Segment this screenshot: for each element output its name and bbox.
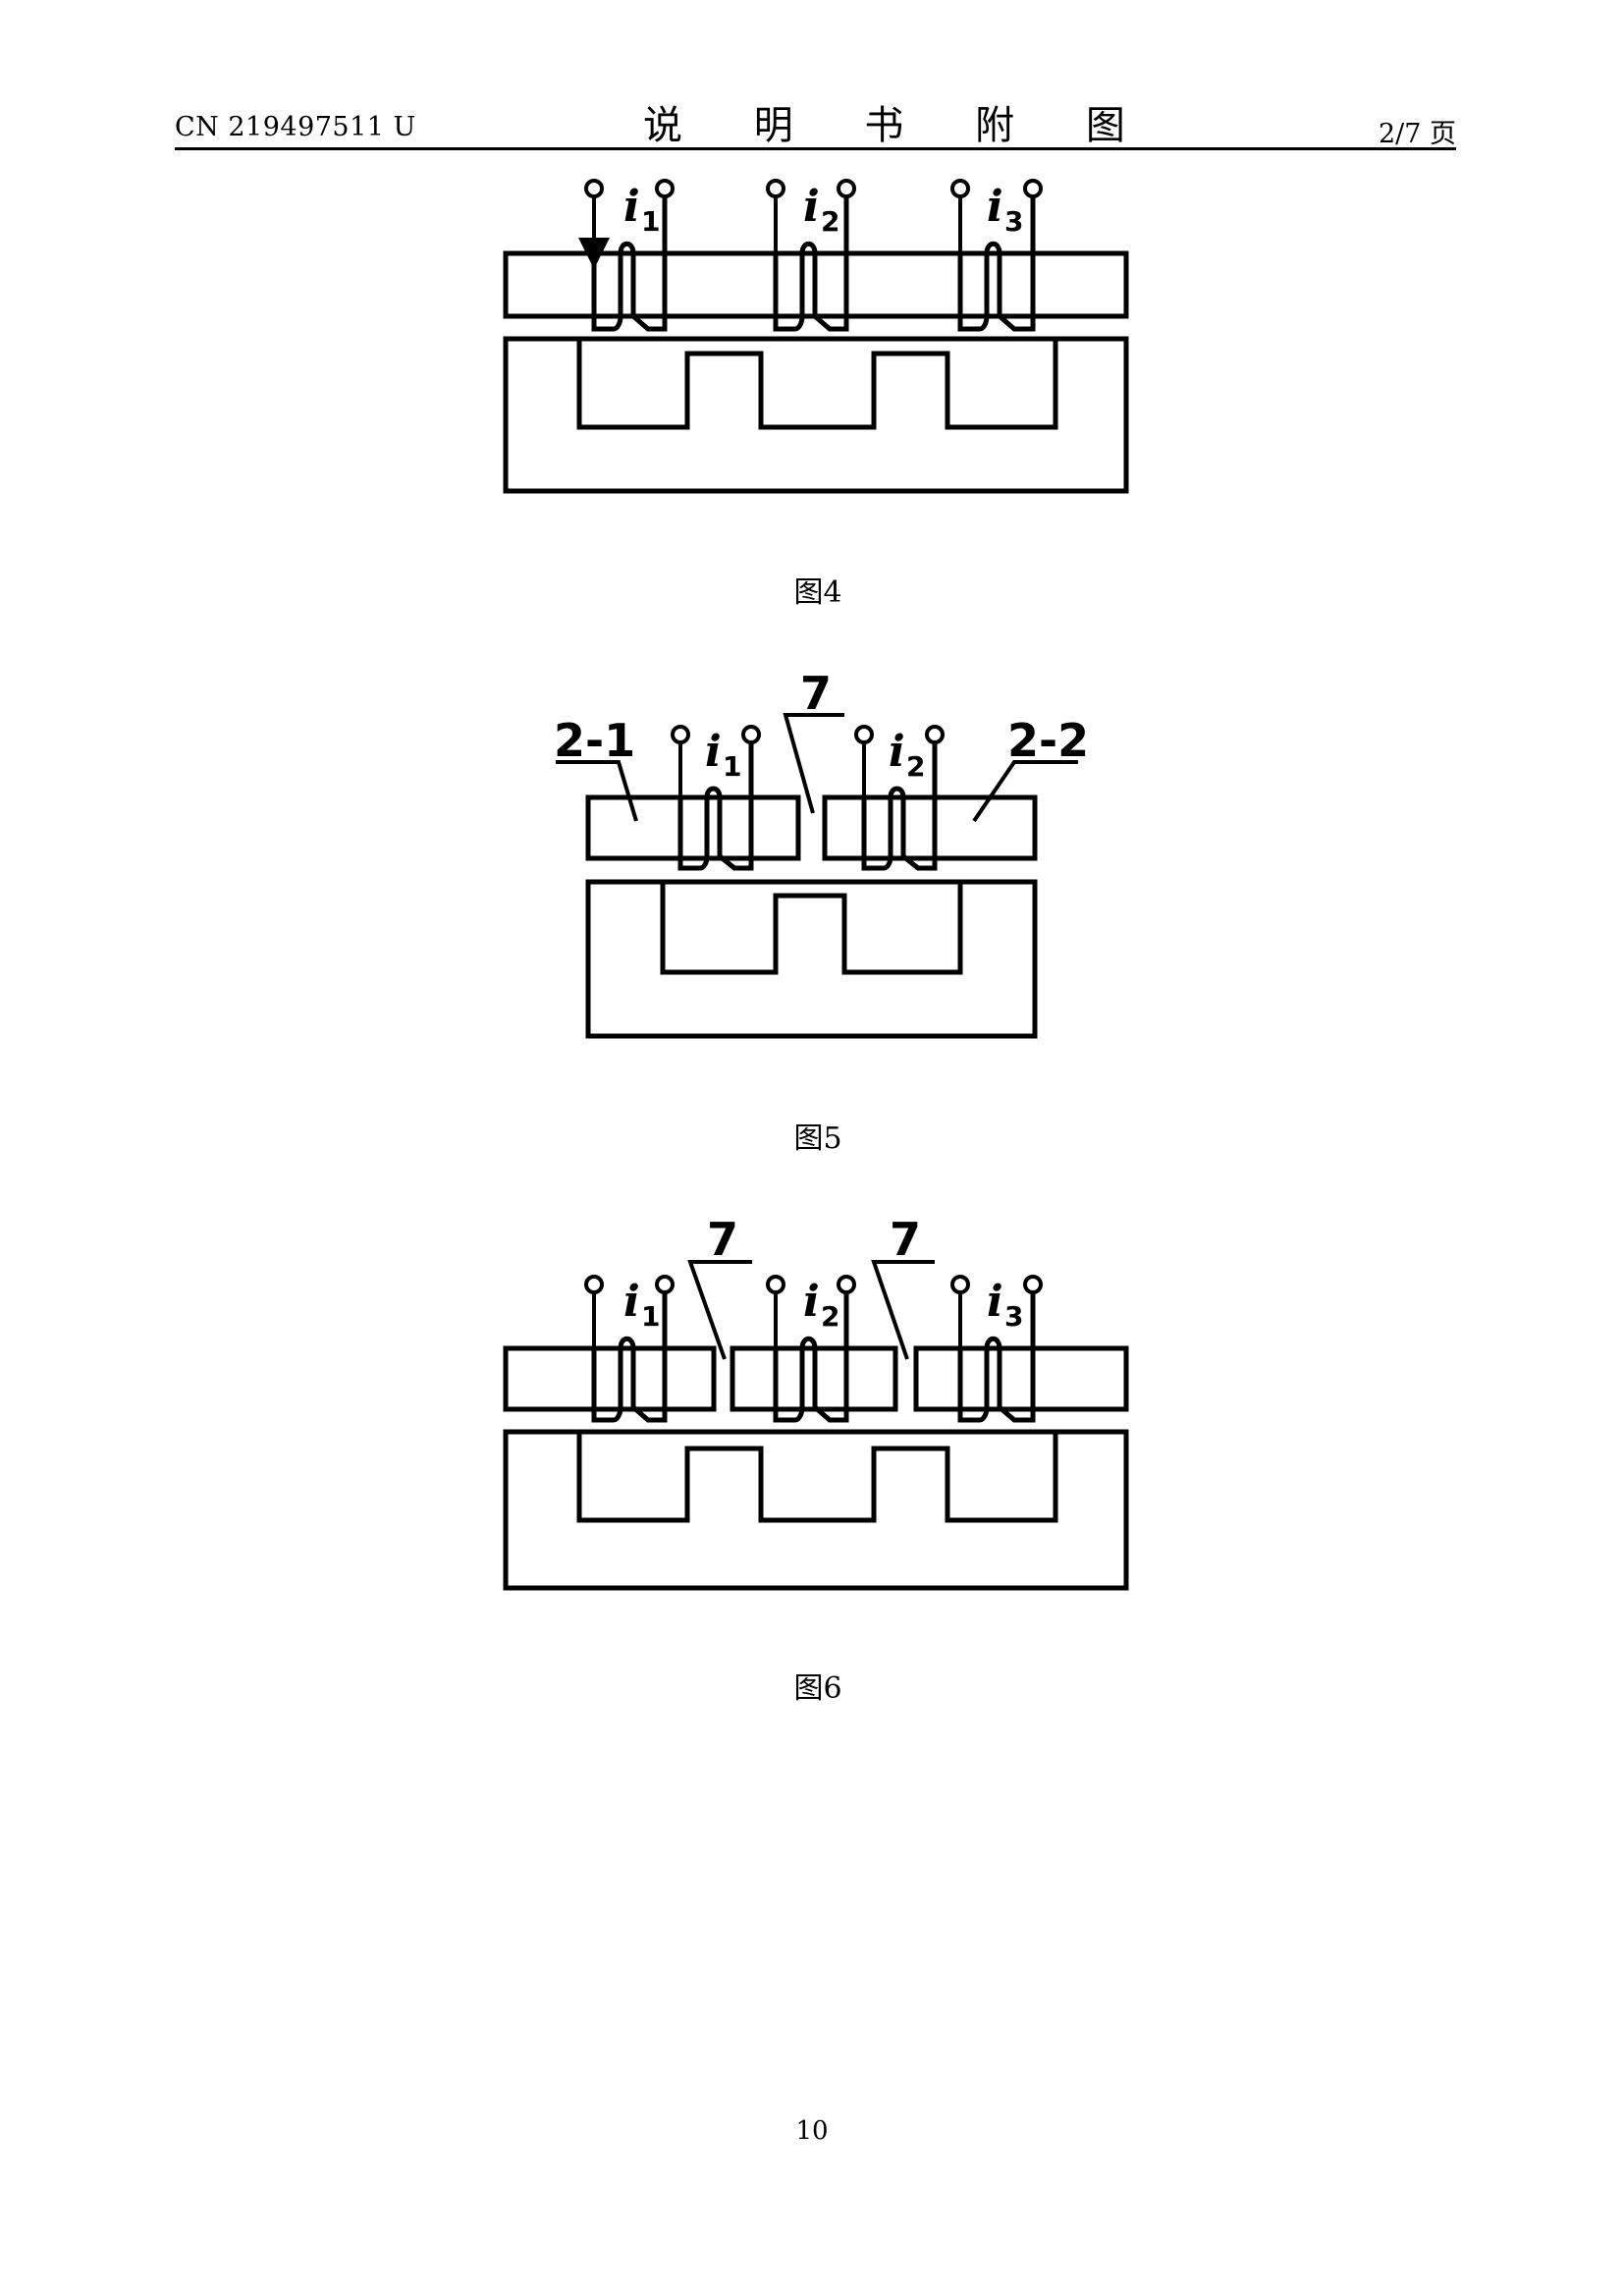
fig5-current-1-sub: 1 — [723, 750, 741, 783]
figure-6: i 1 i 2 i 3 7 7 — [503, 1213, 1129, 1591]
fig6-coil-2 — [766, 1275, 856, 1423]
fig6-leader-gap-right — [871, 1260, 935, 1360]
fig5-coil-1 — [671, 725, 761, 871]
figure-4: i 1 i 2 i 3 — [503, 179, 1129, 494]
fig4-current-2-sub: 2 — [821, 205, 839, 238]
fig6-armature-left — [503, 1345, 717, 1412]
figure-5-caption: 图5 — [793, 1121, 842, 1156]
fig6-label-gap-right: 7 — [890, 1213, 921, 1266]
figure-5: i 1 i 2 7 2-1 2-2 — [554, 667, 1089, 1039]
fig5-armature-right — [822, 794, 1038, 861]
page-number: 10 — [795, 2116, 829, 2146]
fig6-current-1-sub: 1 — [641, 1300, 660, 1333]
fig4-e-core — [503, 336, 1129, 494]
fig5-leader-gap — [783, 713, 844, 814]
fig4-current-2-label: i — [803, 182, 820, 232]
page-title: 说 明 书 附 图 — [643, 103, 1155, 148]
header-rule — [175, 147, 1456, 150]
fig5-current-1-label: i — [705, 727, 722, 777]
fig6-leader-gap-left — [687, 1260, 752, 1360]
fig6-coil-3 — [950, 1275, 1043, 1423]
fig5-label-right-block: 2-2 — [1007, 714, 1089, 767]
fig4-coil-1 — [578, 179, 675, 332]
fig6-current-1-label: i — [623, 1277, 640, 1327]
fig6-current-3-label: i — [987, 1277, 1003, 1327]
fig5-label-gap: 7 — [800, 667, 832, 720]
figure-6-caption: 图6 — [793, 1671, 842, 1706]
fig5-current-2-sub: 2 — [906, 750, 925, 783]
fig4-coil-2 — [766, 179, 856, 332]
figure-4-caption: 图4 — [793, 575, 842, 610]
fig4-current-1-sub: 1 — [641, 205, 660, 238]
fig4-coil-3 — [950, 179, 1043, 332]
fig4-current-3-sub: 3 — [1004, 205, 1023, 238]
fig5-coil-2 — [854, 725, 945, 871]
fig4-current-3-label: i — [987, 182, 1003, 232]
fig6-coil-1 — [584, 1275, 675, 1423]
fig5-armature-left — [585, 794, 801, 861]
fig5-e-core — [585, 879, 1038, 1039]
fig6-label-gap-left: 7 — [707, 1213, 738, 1266]
fig6-e-core — [503, 1429, 1129, 1591]
fig6-current-2-sub: 2 — [821, 1300, 839, 1333]
fig5-leader-left-block — [556, 760, 638, 822]
fig6-current-3-sub: 3 — [1004, 1300, 1023, 1333]
fig5-current-2-label: i — [889, 727, 905, 777]
fig5-leader-right-block — [972, 760, 1078, 823]
fig5-label-left-block: 2-1 — [554, 714, 635, 767]
fig6-current-2-label: i — [803, 1277, 820, 1327]
document-number: CN 219497511 U — [175, 112, 416, 142]
fig6-armature-right — [913, 1345, 1129, 1412]
page-of-total: 2/7 页 — [1378, 119, 1456, 149]
fig4-current-1-label: i — [623, 182, 640, 232]
